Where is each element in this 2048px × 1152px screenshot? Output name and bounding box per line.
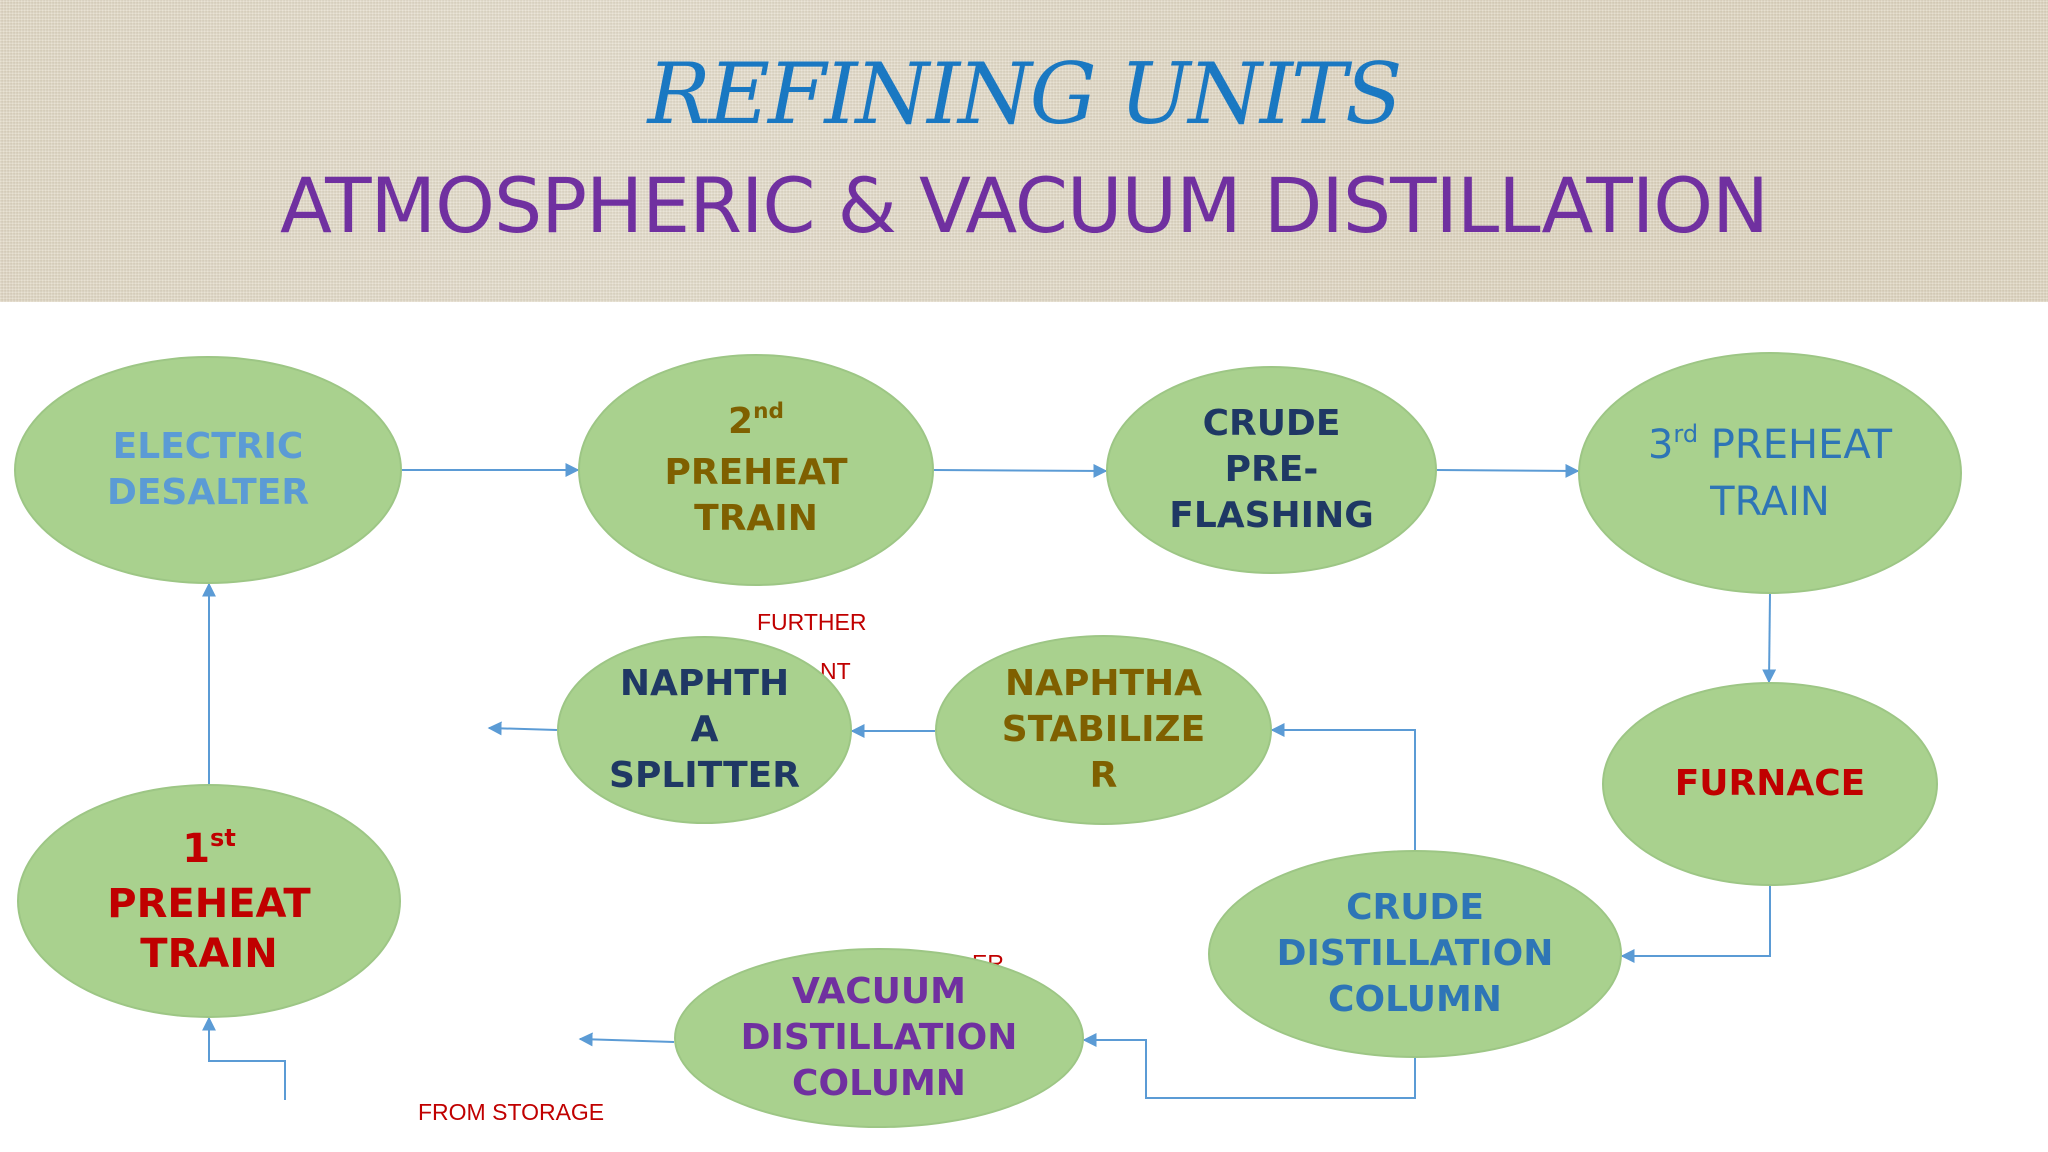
furnace-label: FURNACE — [1674, 763, 1866, 804]
arrow-preheat2-to-preflashing — [933, 463, 1108, 478]
preheat-train-3-node: 3rd PREHEAT TRAIN — [1578, 352, 1962, 594]
crude-preflashing-label: CRUDE PRE- FLASHING — [1169, 403, 1374, 536]
preheat-train-1-ordinal: 1 — [182, 825, 211, 872]
preheat-train-2-suffix: nd — [753, 399, 784, 425]
preheat-train-2-text: PREHEAT TRAIN — [664, 451, 848, 539]
preheat-train-2-ordinal: 2 — [728, 400, 754, 442]
preheat-train-1-text: PREHEAT TRAIN — [107, 880, 311, 977]
slide-subtitle: ATMOSPHERIC & VACUUM DISTILLATION — [280, 161, 1769, 250]
arrow-storage-to-preheat1 — [202, 1016, 286, 1100]
arrow-crude-column-to-vacuum — [1082, 1033, 1416, 1099]
preheat-train-3-suffix: rd — [1673, 419, 1699, 448]
from-storage-note: FROM STORAGE — [418, 1099, 605, 1125]
crude-distillation-column-node: CRUDE DISTILLATION COLUMN — [1208, 850, 1622, 1058]
crude-distillation-column-label: CRUDE DISTILLATION COLUMN — [1276, 887, 1554, 1020]
arrow-preflashing-to-preheat3 — [1436, 463, 1580, 478]
vacuum-distillation-column-label: VACUUM DISTILLATION COLUMN — [740, 971, 1018, 1104]
crude-preflashing-node: CRUDE PRE- FLASHING — [1106, 366, 1437, 574]
arrow-preheat3-to-furnace — [1762, 593, 1777, 684]
naphtha-splitter-node: NAPHTH A SPLITTER — [557, 636, 852, 824]
arrow-crude-column-to-stabilizer — [1270, 723, 1416, 850]
naphtha-splitter-label: NAPHTH A SPLITTER — [609, 663, 800, 796]
preheat-train-3-text: PREHEAT TRAIN — [1710, 421, 1893, 525]
preheat-train-1-suffix: st — [210, 823, 236, 852]
furnace-node: FURNACE — [1602, 682, 1938, 886]
vacuum-distillation-column-node: VACUUM DISTILLATION COLUMN — [674, 948, 1084, 1128]
arrow-splitter-out — [487, 721, 558, 736]
slide-title: REFINING UNITS — [647, 45, 1402, 143]
arrow-furnace-to-crude-column — [1620, 886, 1771, 963]
naphtha-stabilizer-node: NAPHTHA STABILIZE R — [935, 635, 1272, 825]
slide-header: REFINING UNITS ATMOSPHERIC & VACUUM DIST… — [0, 0, 2048, 302]
naphtha-stabilizer-label: NAPHTHA STABILIZE R — [1001, 663, 1206, 796]
electric-desalter-label: ELECTRIC DESALTER — [106, 426, 310, 513]
arrow-vacuum-out — [578, 1032, 675, 1047]
preheat-train-3-label: 3rd PREHEAT TRAIN — [1648, 419, 1892, 528]
preheat-train-3-ordinal: 3 — [1647, 421, 1674, 468]
electric-desalter-node: ELECTRIC DESALTER — [14, 356, 402, 584]
further-treatment-note: FURTHER — [757, 609, 867, 635]
